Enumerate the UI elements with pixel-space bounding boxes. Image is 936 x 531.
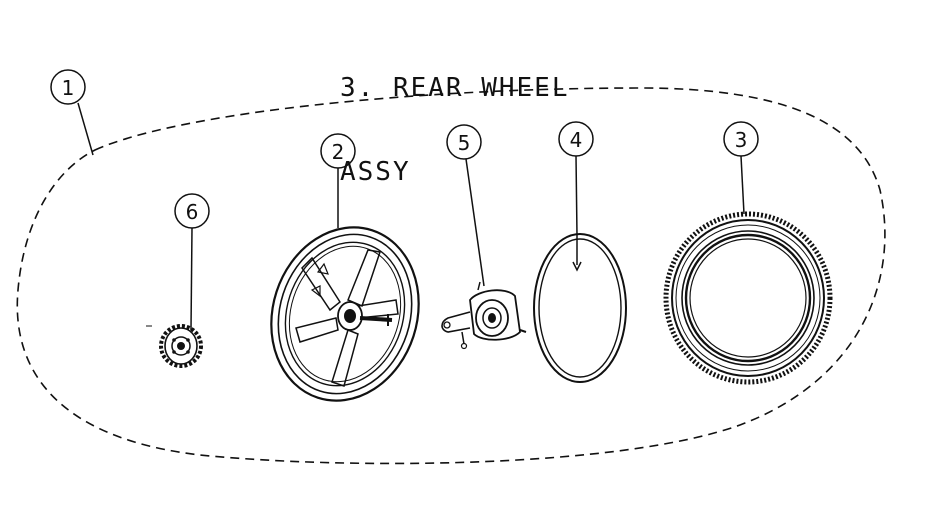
diagram-title: 3. REAR WHEEL ASSY	[340, 18, 570, 242]
callout-6-label: 6	[186, 200, 199, 224]
tire-part	[663, 211, 833, 385]
sprocket-part	[159, 324, 203, 368]
callout-3-label: 3	[735, 128, 748, 152]
callout-2-label: 2	[332, 140, 345, 164]
rim-part	[270, 226, 420, 402]
callout-2: 2	[320, 133, 356, 228]
callout-4: 4	[558, 121, 594, 237]
callout-4-label: 4	[570, 128, 583, 152]
callout-1: 1	[50, 69, 94, 156]
callout-5: 5	[446, 124, 485, 287]
assembly-boundary-dashed	[16, 87, 886, 465]
callout-3: 3	[723, 121, 759, 215]
inner-tube-part	[533, 233, 627, 383]
callout-1-label: 1	[62, 76, 75, 100]
title-line-1: 3. REAR WHEEL	[340, 73, 570, 103]
callout-5-label: 5	[458, 131, 471, 155]
title-line-2: ASSY	[340, 157, 411, 187]
callout-6: 6	[174, 193, 210, 331]
brake-hub-part	[441, 281, 527, 350]
